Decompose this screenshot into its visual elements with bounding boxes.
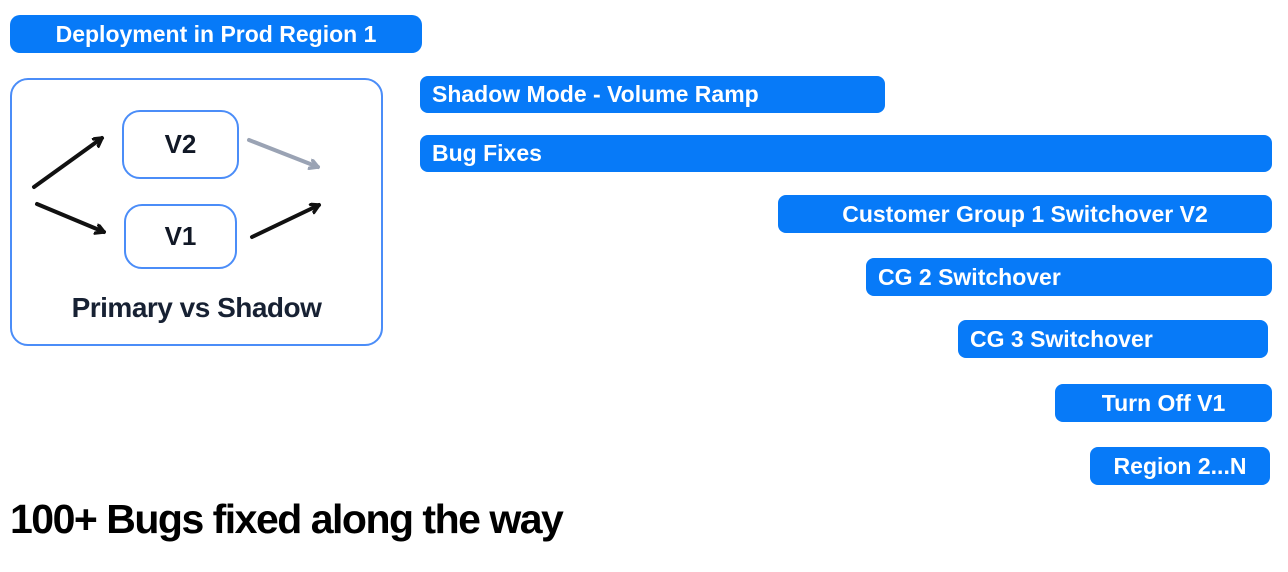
bar-deployment-prod-region-1: Deployment in Prod Region 1 xyxy=(10,15,422,53)
bar-shadow-mode-volume-ramp: Shadow Mode - Volume Ramp xyxy=(420,76,885,113)
bar-cg2-switchover: CG 2 Switchover xyxy=(866,258,1272,296)
arrow-in-to-v2 xyxy=(32,136,104,189)
bar-customer-group-1-switchover: Customer Group 1 Switchover V2 xyxy=(778,195,1272,233)
footer-headline: 100+ Bugs fixed along the way xyxy=(10,496,564,542)
node-v2: V2 xyxy=(122,110,239,179)
bar-turn-off-v1: Turn Off V1 xyxy=(1055,384,1272,422)
arrow-out-v1-primary xyxy=(250,205,321,239)
arrow-in-to-v1 xyxy=(35,202,106,232)
arrow-out-v2-shadow xyxy=(247,138,320,167)
card-caption: Primary vs Shadow xyxy=(71,292,322,323)
primary-vs-shadow-card: V2 V1 Primary vs Shadow xyxy=(10,78,383,346)
bar-bug-fixes: Bug Fixes xyxy=(420,135,1272,172)
node-v1: V1 xyxy=(124,204,237,269)
traffic-arrows xyxy=(32,136,321,239)
bar-region-2-n: Region 2...N xyxy=(1090,447,1270,485)
bar-cg3-switchover: CG 3 Switchover xyxy=(958,320,1268,358)
